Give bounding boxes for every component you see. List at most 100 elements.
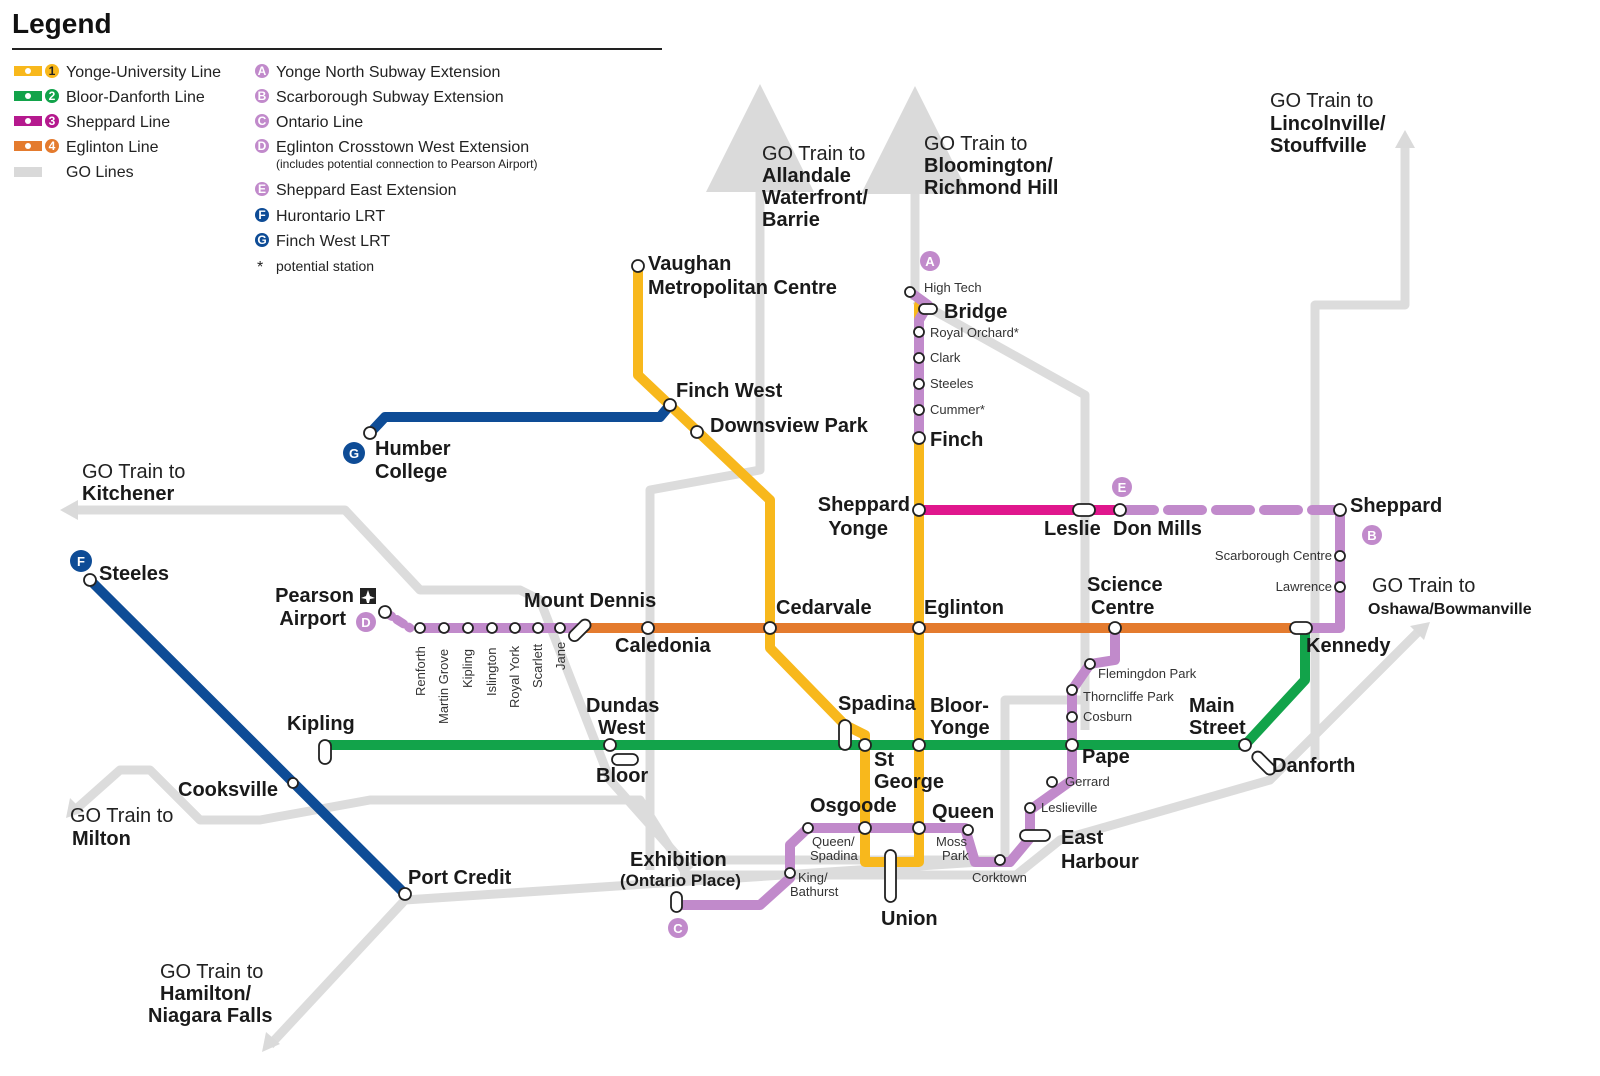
station-label-bloor-yonge-1: Bloor- <box>930 695 989 717</box>
station-label-downsview: Downsview Park <box>710 415 869 437</box>
station-dot-pearson <box>378 605 392 619</box>
station-label-exhibition-1: Exhibition <box>630 849 727 871</box>
svg-text:B: B <box>258 89 267 103</box>
station-label-queen-spadina-2: Spadina <box>810 848 858 863</box>
potential-star-icon: * <box>257 259 263 276</box>
line-scarborough-extension <box>1295 505 1345 633</box>
station-dot-downsview <box>690 425 704 439</box>
legend-key-d: D Eglinton Crosstown West Extension (inc… <box>255 139 538 171</box>
go-label-barrie-1: Allandale <box>762 165 851 187</box>
station-dot-vaughan <box>631 259 645 273</box>
go-label-stouffville-2: Stouffville <box>1270 135 1367 157</box>
station-label-humber-2: College <box>375 461 447 483</box>
station-dot-st-george <box>858 738 872 752</box>
station-label-vaughan-1: Vaughan <box>648 253 731 275</box>
station-label-lawrence: Lawrence <box>1276 579 1332 594</box>
station-label-pearson-1: Pearson <box>275 585 354 607</box>
station-label-leslie: Leslie <box>1044 518 1101 540</box>
station-dot-danforth <box>1251 750 1277 776</box>
station-dot-sheppard-yonge <box>912 503 926 517</box>
station-label-kipling-eglinton: Kipling <box>460 649 475 688</box>
legend-label-eglinton: Eglinton Line <box>66 139 159 156</box>
station-label-jane: Jane <box>553 642 568 670</box>
go-label-barrie-prefix: GO Train to <box>762 143 865 165</box>
station-dot-cedarvale <box>763 621 777 635</box>
station-label-east-harbour-1: East <box>1061 827 1104 849</box>
station-label-pape: Pape <box>1082 746 1130 768</box>
station-label-moss-park-1: Moss <box>936 834 968 849</box>
svg-text:G: G <box>257 233 266 247</box>
station-label-cedarvale: Cedarvale <box>776 597 872 619</box>
station-label-thorncliffe: Thorncliffe Park <box>1083 689 1174 704</box>
legend-key-a: A Yonge North Subway Extension <box>255 64 500 81</box>
svg-text:1: 1 <box>49 64 56 78</box>
line-bloor-danforth <box>320 625 1310 750</box>
legend-key-b: B Scarborough Subway Extension <box>255 89 504 106</box>
go-label-hamilton-prefix: GO Train to <box>160 961 263 983</box>
station-label-union: Union <box>881 908 938 930</box>
station-label-osgoode: Osgoode <box>810 795 897 817</box>
station-dot-bloor-yonge <box>912 738 926 752</box>
station-label-main-street-2: Street <box>1189 717 1246 739</box>
go-line-barrie <box>645 140 765 870</box>
legend-label-sheppard: Sheppard Line <box>66 114 170 131</box>
go-label-stouffville-1: Lincolnville/ <box>1270 113 1386 135</box>
project-markers: A B C D E F G <box>70 251 1382 938</box>
station-label-finch-west: Finch West <box>676 380 783 402</box>
station-label-bridge: Bridge <box>944 301 1007 323</box>
legend-label-bloor-danforth: Bloor-Danforth Line <box>66 89 205 106</box>
legend-label-c: Ontario Line <box>276 114 363 131</box>
station-label-high-tech: High Tech <box>924 280 982 295</box>
station-label-port-credit: Port Credit <box>408 867 512 889</box>
station-label-bloor-yonge-2: Yonge <box>930 717 990 739</box>
station-dot-humber <box>363 426 377 440</box>
station-dot-caledonia <box>641 621 655 635</box>
go-label-richmond-2: Richmond Hill <box>924 177 1058 199</box>
legend-key-f: F Hurontario LRT <box>255 208 385 225</box>
station-label-east-harbour-2: Harbour <box>1061 851 1139 873</box>
station-label-sheppard-yonge-1: Sheppard <box>818 494 910 516</box>
station-label-science-centre-1: Science <box>1087 574 1163 596</box>
station-label-exhibition-2: (Ontario Place) <box>620 871 741 890</box>
station-dot-don-mills <box>1113 503 1127 517</box>
legend-label-f: Hurontario LRT <box>276 208 385 225</box>
station-dot-east-harbour <box>1019 829 1051 842</box>
station-label-dundas-west-1: Dundas <box>586 695 659 717</box>
station-dot-mount-dennis <box>568 618 592 643</box>
go-line-milton <box>72 765 694 883</box>
station-dot-port-credit <box>398 887 412 901</box>
station-label-kipling: Kipling <box>287 713 355 735</box>
marker-g: G <box>349 446 359 461</box>
station-label-pearson-2: Airport <box>279 608 346 630</box>
station-label-steeles-hurontario: Steeles <box>99 563 169 585</box>
line-finch-west-lrt <box>365 400 675 438</box>
legend-key-e: E Sheppard East Extension <box>255 182 457 199</box>
go-label-kitchener-prefix: GO Train to <box>82 461 185 483</box>
station-label-flemingdon: Flemingdon Park <box>1098 666 1197 681</box>
legend-key-potential: * potential station <box>257 258 374 276</box>
station-dot-dundas-west <box>603 738 617 752</box>
station-dot-exhibition <box>670 891 683 913</box>
station-label-cooksville: Cooksville <box>178 779 278 801</box>
svg-text:C: C <box>258 114 267 128</box>
station-dot-spadina <box>838 719 852 751</box>
station-label-mount-dennis: Mount Dennis <box>524 590 656 612</box>
station-dot-union <box>884 849 897 903</box>
legend-label-b: Scarborough Subway Extension <box>276 89 504 106</box>
station-dot-leslie <box>1072 503 1096 517</box>
go-line-richmond <box>912 296 1090 730</box>
legend-label-potential: potential station <box>276 258 374 274</box>
station-dot-bridge <box>918 303 938 315</box>
svg-text:D: D <box>258 139 267 153</box>
go-label-milton-prefix: GO Train to <box>70 805 173 827</box>
station-label-kennedy: Kennedy <box>1306 635 1391 657</box>
station-label-martin-grove: Martin Grove <box>436 649 451 724</box>
go-line-lakeshore-east <box>1007 626 1424 884</box>
station-dot-finch-west <box>663 398 677 412</box>
station-label-royal-york: Royal York <box>507 645 522 708</box>
station-label-islington: Islington <box>484 648 499 696</box>
station-label-danforth: Danforth <box>1272 755 1355 777</box>
station-dot-sheppard-east <box>1333 503 1347 517</box>
go-label-kitchener-1: Kitchener <box>82 483 174 505</box>
